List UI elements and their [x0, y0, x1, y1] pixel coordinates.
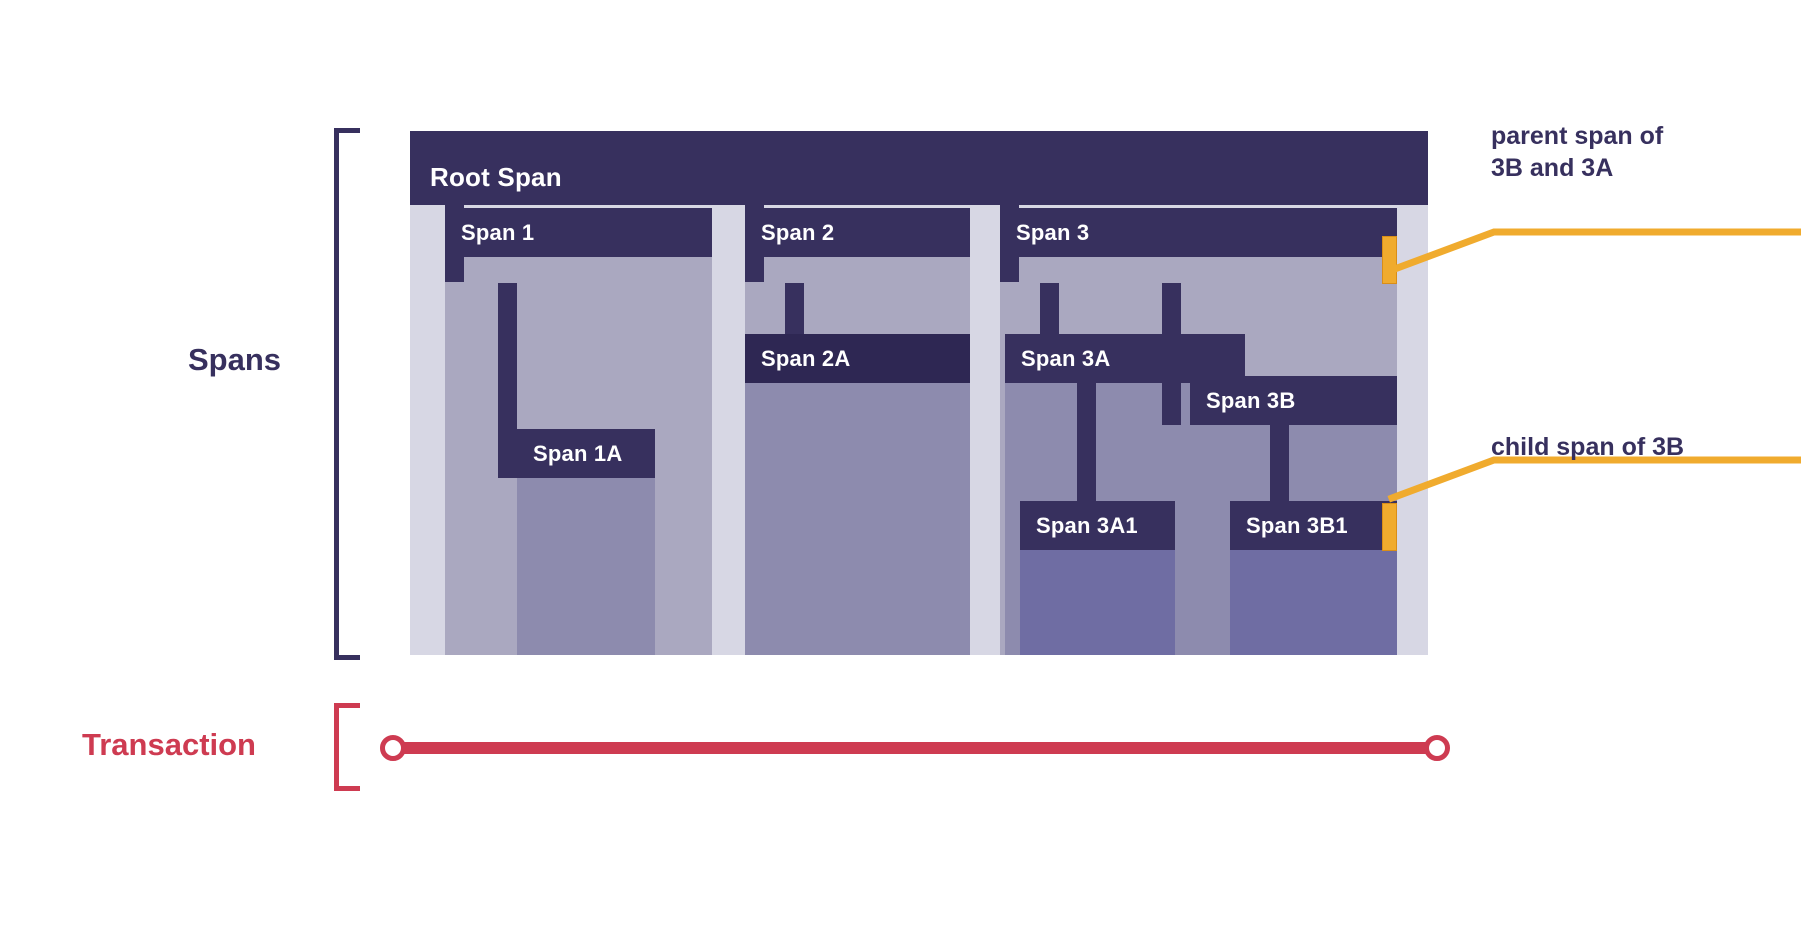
- span-bar-2a[interactable]: Span 2A: [745, 334, 970, 383]
- span-bar-3a[interactable]: Span 3A: [1005, 334, 1245, 383]
- span-1a-body: [517, 478, 655, 655]
- span-bar-3[interactable]: Span 3: [1000, 208, 1397, 257]
- span-2a-body: [745, 383, 970, 655]
- span-bar-2[interactable]: Span 2: [745, 208, 970, 257]
- callout-child-span-label: child span of 3B: [1491, 433, 1685, 461]
- spans-tree-container: Root Span Span 1 Span 1A Span 2 Span 2A …: [410, 131, 1428, 655]
- transaction-bar: [394, 742, 1436, 754]
- spans-axis-label: Spans: [188, 342, 282, 377]
- spans-bracket: [334, 128, 360, 660]
- leader-line-child-span: [1387, 456, 1801, 503]
- span-bar-1a[interactable]: Span 1A: [517, 429, 655, 478]
- span-bar-3a1[interactable]: Span 3A1: [1020, 501, 1175, 550]
- transaction-axis-label: Transaction: [82, 727, 256, 762]
- callout-parent-span-label: parent span of 3B and 3A: [1491, 122, 1664, 182]
- transaction-bracket-stem: [334, 703, 339, 791]
- span-3b1-body: [1230, 550, 1397, 655]
- span-bar-3b[interactable]: Span 3B: [1190, 376, 1397, 425]
- transaction-end-handle[interactable]: [1424, 735, 1450, 761]
- spans-bracket-bottom-arm: [334, 655, 360, 660]
- span-bar-root[interactable]: Root Span: [410, 131, 1428, 205]
- spans-bracket-top-arm: [334, 128, 360, 133]
- span-bar-1[interactable]: Span 1: [445, 208, 712, 257]
- spans-bracket-stem: [334, 128, 339, 660]
- leader-line-parent-span: [1387, 228, 1801, 275]
- span-3a1-body: [1020, 550, 1175, 655]
- transaction-bracket-bottom-arm: [334, 786, 360, 791]
- transaction-bracket: [334, 703, 360, 791]
- span-bar-3b1[interactable]: Span 3B1: [1230, 501, 1397, 550]
- highlight-marker-child-span: [1382, 503, 1397, 551]
- connector-span-1-to-1a: [498, 283, 517, 478]
- transaction-timeline[interactable]: [380, 735, 1450, 761]
- transaction-bracket-top-arm: [334, 703, 360, 708]
- transaction-start-handle[interactable]: [380, 735, 406, 761]
